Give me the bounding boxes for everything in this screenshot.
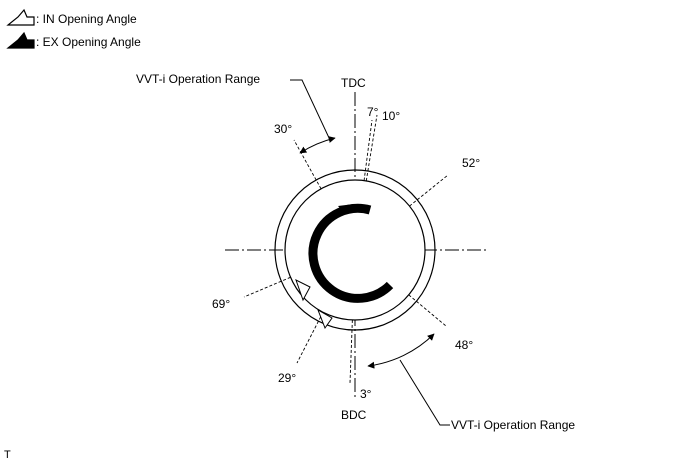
in-arrow-icon-1 bbox=[295, 279, 311, 302]
vvt-range-bottom-label: VVT-i Operation Range bbox=[451, 418, 575, 432]
vvt-leader-bottom bbox=[399, 359, 450, 426]
ring-arrows bbox=[295, 204, 354, 330]
vvt-range-top-label: VVT-i Operation Range bbox=[136, 72, 260, 86]
bdc-label: BDC bbox=[341, 408, 367, 422]
legend-in-label: : IN Opening Angle bbox=[36, 12, 137, 26]
in-opening-ring bbox=[274, 169, 436, 331]
ex-arrow-icon bbox=[338, 204, 354, 214]
angle-69-label: 69° bbox=[212, 297, 230, 311]
ex-opening-angle-icon bbox=[6, 31, 35, 49]
vvt-arc-top bbox=[299, 136, 336, 154]
angle-10-label: 10° bbox=[382, 109, 400, 123]
angle-30-label: 30° bbox=[274, 122, 292, 136]
vvt-range-arcs bbox=[290, 79, 450, 426]
angle-29-label: 29° bbox=[278, 371, 296, 385]
angle-48-label: 48° bbox=[455, 338, 473, 352]
angle-3-label: 3° bbox=[360, 387, 372, 401]
in-arrow-icon-2 bbox=[317, 308, 333, 330]
labels: VVT-i Operation Range TDC 30° 7° 10° 52°… bbox=[4, 72, 575, 461]
angle-52-label: 52° bbox=[462, 156, 480, 170]
vvt-arc-bottom bbox=[367, 333, 435, 369]
angle-7-label: 7° bbox=[367, 105, 379, 119]
corner-mark: T bbox=[4, 449, 11, 461]
legend: : IN Opening Angle : EX Opening Angle bbox=[6, 8, 141, 49]
in-opening-angle-icon bbox=[6, 8, 35, 26]
tdc-label: TDC bbox=[341, 76, 366, 90]
vvt-leader-top bbox=[290, 79, 331, 141]
legend-ex-label: : EX Opening Angle bbox=[36, 35, 141, 49]
